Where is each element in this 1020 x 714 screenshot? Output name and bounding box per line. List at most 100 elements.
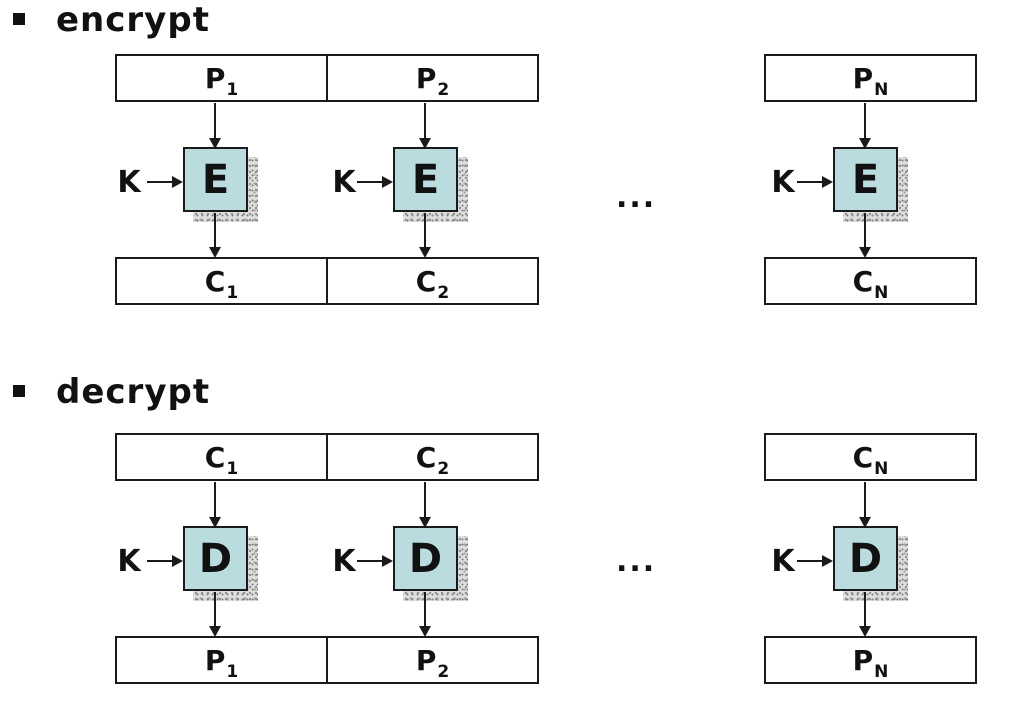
right-arrowhead-icon: [172, 555, 183, 567]
block-letter: P: [415, 643, 437, 677]
block-label: CN: [852, 440, 889, 479]
down-arrow-icon: [424, 103, 426, 139]
block-subscript: 2: [437, 79, 450, 100]
ciphertext-blocks-row: C1 C2: [115, 433, 539, 481]
decrypt-box-1: D: [183, 526, 248, 591]
right-arrowhead-icon: [822, 555, 833, 567]
key-label: K: [771, 544, 795, 579]
block-letter: C: [204, 440, 226, 474]
decrypt-box-2: D: [393, 526, 458, 591]
block-p2: P2: [328, 638, 537, 682]
block-subscript: 1: [226, 661, 239, 682]
down-arrowhead-icon: [419, 247, 431, 258]
right-arrowhead-icon: [382, 555, 393, 567]
down-arrowhead-icon: [859, 517, 871, 528]
plaintext-block-n: PN: [764, 54, 977, 102]
section-title-decrypt: decrypt: [56, 372, 211, 412]
block-pn: PN: [766, 638, 975, 682]
down-arrow-icon: [864, 213, 866, 248]
block-label: P2: [415, 643, 449, 682]
down-arrow-icon: [864, 592, 866, 627]
block-label: PN: [852, 643, 889, 682]
plaintext-blocks-row: P1 P2: [115, 636, 539, 684]
block-subscript: 1: [226, 282, 239, 303]
block-letter: C: [852, 264, 874, 298]
block-label: C1: [204, 440, 238, 479]
down-arrowhead-icon: [859, 138, 871, 149]
block-cn: CN: [766, 259, 975, 303]
down-arrow-icon: [424, 592, 426, 627]
block-letter: P: [415, 61, 437, 95]
block-letter: P: [852, 643, 874, 677]
encrypt-box-2: E: [393, 147, 458, 212]
block-subscript: 2: [437, 282, 450, 303]
key-label: K: [117, 165, 141, 200]
block-c2: C2: [328, 435, 537, 479]
down-arrowhead-icon: [859, 626, 871, 637]
block-subscript: N: [874, 282, 889, 303]
right-arrow-icon: [797, 181, 823, 183]
down-arrow-icon: [864, 482, 866, 518]
block-letter: P: [852, 61, 874, 95]
block-subscript: N: [874, 661, 889, 682]
square-bullet-icon: [13, 13, 25, 25]
block-c1: C1: [117, 259, 328, 303]
ciphertext-block-n: CN: [764, 433, 977, 481]
key-label: K: [771, 165, 795, 200]
down-arrowhead-icon: [209, 626, 221, 637]
down-arrow-icon: [214, 482, 216, 518]
key-label: K: [117, 544, 141, 579]
down-arrow-icon: [424, 213, 426, 248]
key-label: K: [332, 544, 356, 579]
block-p1: P1: [117, 638, 328, 682]
right-arrow-icon: [797, 560, 823, 562]
right-arrowhead-icon: [172, 176, 183, 188]
down-arrow-icon: [864, 103, 866, 139]
block-subscript: 1: [226, 458, 239, 479]
block-subscript: N: [874, 79, 889, 100]
ciphertext-blocks-row: C1 C2: [115, 257, 539, 305]
down-arrowhead-icon: [859, 247, 871, 258]
block-letter: C: [852, 440, 874, 474]
section-title-encrypt: encrypt: [56, 0, 210, 40]
block-label: CN: [852, 264, 889, 303]
down-arrowhead-icon: [209, 517, 221, 528]
block-pn: PN: [766, 56, 975, 100]
block-label: PN: [852, 61, 889, 100]
block-label: C2: [415, 440, 449, 479]
square-bullet-icon: [13, 385, 25, 397]
right-arrowhead-icon: [822, 176, 833, 188]
block-letter: C: [204, 264, 226, 298]
block-p2: P2: [328, 56, 537, 100]
block-label: P2: [415, 61, 449, 100]
ellipsis: ...: [616, 180, 657, 215]
block-label: C1: [204, 264, 238, 303]
ellipsis: ...: [616, 544, 657, 579]
right-arrow-icon: [147, 181, 173, 183]
down-arrow-icon: [424, 482, 426, 518]
ciphertext-block-n: CN: [764, 257, 977, 305]
key-label: K: [332, 165, 356, 200]
block-letter: P: [204, 61, 226, 95]
encrypt-section: encrypt P1 P2 PN E E E K K: [0, 0, 1020, 345]
block-subscript: 2: [437, 661, 450, 682]
block-c1: C1: [117, 435, 328, 479]
block-label: P1: [204, 61, 238, 100]
down-arrowhead-icon: [419, 517, 431, 528]
down-arrowhead-icon: [209, 247, 221, 258]
block-subscript: 1: [226, 79, 239, 100]
decrypt-box-n: D: [833, 526, 898, 591]
block-c2: C2: [328, 259, 537, 303]
right-arrow-icon: [147, 560, 173, 562]
right-arrowhead-icon: [382, 176, 393, 188]
plaintext-blocks-row: P1 P2: [115, 54, 539, 102]
down-arrowhead-icon: [419, 626, 431, 637]
down-arrow-icon: [214, 592, 216, 627]
block-subscript: N: [874, 458, 889, 479]
block-label: C2: [415, 264, 449, 303]
block-letter: C: [415, 440, 437, 474]
block-letter: C: [415, 264, 437, 298]
block-subscript: 2: [437, 458, 450, 479]
block-cn: CN: [766, 435, 975, 479]
